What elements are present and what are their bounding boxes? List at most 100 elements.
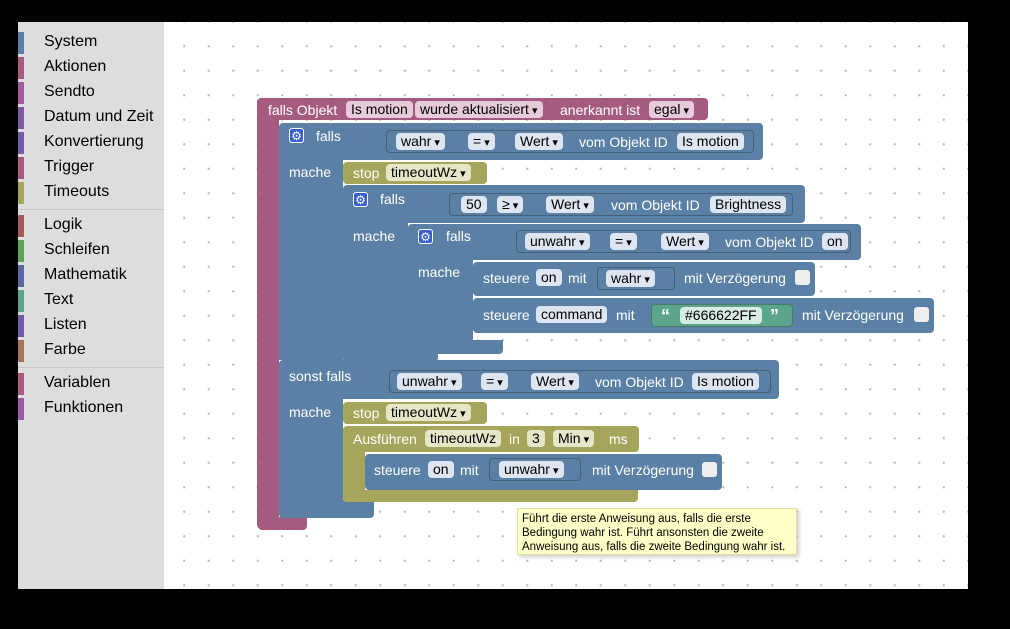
category-color — [18, 215, 24, 237]
tooltip-text: Anweisung aus, falls die zweite Bedingun… — [522, 541, 786, 553]
in-label: in — [509, 431, 520, 447]
category-mathematik[interactable]: Mathematik — [18, 265, 164, 287]
category-color — [18, 157, 24, 179]
boolean-dropdown[interactable]: wahr — [606, 270, 655, 287]
category-aktionen[interactable]: Aktionen — [18, 57, 164, 79]
do-label: mache — [289, 404, 332, 420]
object-id-label: vom Objekt ID — [595, 374, 684, 390]
trigger-ack-label: anerkannt ist — [560, 102, 641, 118]
set-label: steuere — [374, 462, 421, 478]
if3-block-spine — [408, 254, 473, 354]
if-block-foot — [279, 500, 374, 518]
compare-op-dropdown[interactable]: = — [610, 233, 637, 250]
category-sendto[interactable]: Sendto — [18, 82, 164, 104]
category-label: Timeouts — [44, 183, 110, 200]
category-color — [18, 373, 24, 395]
compare-lhs-dropdown[interactable]: wahr — [396, 133, 445, 150]
timeout-block-spine — [343, 446, 365, 502]
if3-block-foot — [408, 340, 503, 354]
object-id-field[interactable]: on — [428, 461, 454, 478]
category-color — [18, 265, 24, 287]
compare-lhs-dropdown[interactable]: unwahr — [397, 373, 462, 390]
duration-field[interactable]: 3 — [527, 430, 545, 447]
with-label: mit — [568, 270, 587, 286]
category-timeouts[interactable]: Timeouts — [18, 182, 164, 204]
delay-checkbox[interactable] — [914, 307, 929, 322]
trigger-event-dropdown[interactable]: wurde aktualisiert — [415, 101, 543, 118]
timeout-name-dropdown[interactable]: timeoutWz — [386, 164, 471, 181]
gear-icon[interactable]: ⚙ — [418, 229, 433, 244]
trigger-object-field[interactable]: Is motion — [346, 101, 413, 118]
stop-label: stop — [353, 405, 380, 421]
value-dropdown[interactable]: Wert — [531, 373, 579, 390]
set-label: steuere — [483, 270, 530, 286]
compare-op-dropdown[interactable]: = — [481, 373, 508, 390]
category-color — [18, 132, 24, 154]
category-datum-und-zeit[interactable]: Datum und Zeit — [18, 107, 164, 129]
tooltip-text: Bedingung wahr ist. Führt ansonsten die … — [522, 527, 764, 539]
timeout-name-dropdown[interactable]: timeoutWz — [386, 404, 471, 421]
text-field[interactable]: #666622FF — [680, 307, 762, 324]
category-color — [18, 240, 24, 262]
object-id-label: vom Objekt ID — [579, 134, 668, 150]
value-dropdown[interactable]: Wert — [661, 233, 709, 250]
value-dropdown[interactable]: Wert — [546, 196, 594, 213]
category-label: Listen — [44, 316, 87, 333]
delay-checkbox[interactable] — [702, 462, 717, 477]
category-funktionen[interactable]: Funktionen — [18, 398, 164, 420]
object-id-field[interactable]: on — [822, 233, 848, 250]
delay-checkbox[interactable] — [795, 270, 810, 285]
unit-dropdown[interactable]: Min — [553, 430, 595, 447]
timeout-block-foot — [343, 490, 638, 502]
category-label: Datum und Zeit — [44, 108, 154, 125]
object-id-field[interactable]: Brightness — [710, 196, 787, 213]
timeout-label: Ausführen — [353, 431, 417, 447]
stop-label: stop — [353, 165, 380, 181]
boolean-dropdown[interactable]: unwahr — [499, 461, 564, 478]
number-field[interactable]: 50 — [461, 196, 487, 213]
trigger-block-spine — [257, 114, 279, 530]
trigger-ack-dropdown[interactable]: egal — [649, 101, 695, 118]
category-trigger[interactable]: Trigger — [18, 157, 164, 179]
object-id-field[interactable]: command — [536, 306, 608, 323]
category-label: Text — [44, 291, 74, 308]
category-schleifen[interactable]: Schleifen — [18, 240, 164, 262]
quote-close-icon: ” — [770, 306, 779, 326]
compare-block[interactable] — [449, 193, 793, 216]
trigger-label: falls Objekt — [268, 102, 338, 118]
ms-label: ms — [609, 431, 628, 447]
object-id-field[interactable]: on — [536, 269, 562, 286]
category-listen[interactable]: Listen — [18, 315, 164, 337]
object-id-field[interactable]: Is motion — [692, 373, 759, 390]
gear-icon[interactable]: ⚙ — [289, 128, 304, 143]
category-konvertierung[interactable]: Konvertierung — [18, 132, 164, 154]
category-variablen[interactable]: Variablen — [18, 373, 164, 395]
compare-op-dropdown[interactable]: = — [468, 133, 495, 150]
category-text[interactable]: Text — [18, 290, 164, 312]
if-label: falls — [380, 191, 405, 207]
compare-op-dropdown[interactable]: ≥ — [497, 196, 524, 213]
delay-label: mit Verzögerung — [592, 462, 694, 478]
workspace[interactable]: falls Objekt Is motion wurde aktualisier… — [164, 22, 968, 589]
object-id-field[interactable]: Is motion — [677, 133, 744, 150]
category-color — [18, 315, 24, 337]
tooltip: Führt die erste Anweisung aus, falls die… — [517, 508, 797, 555]
delay-label: mit Verzögerung — [802, 307, 904, 323]
category-label: Aktionen — [44, 58, 107, 75]
blockly-editor: System Aktionen Sendto Datum und Zeit Ko… — [18, 22, 968, 589]
object-id-label: vom Objekt ID — [611, 197, 700, 213]
timeout-name-field[interactable]: timeoutWz — [425, 430, 502, 447]
category-farbe[interactable]: Farbe — [18, 340, 164, 362]
if-label: falls — [316, 128, 341, 144]
category-label: Konvertierung — [44, 133, 144, 150]
category-logik[interactable]: Logik — [18, 215, 164, 237]
compare-lhs-dropdown[interactable]: unwahr — [525, 233, 590, 250]
value-dropdown[interactable]: Wert — [515, 133, 563, 150]
category-label: Variablen — [44, 374, 111, 391]
gear-icon[interactable]: ⚙ — [353, 192, 368, 207]
do-label: mache — [418, 264, 461, 280]
else-if-label: sonst falls — [289, 368, 352, 384]
category-system[interactable]: System — [18, 32, 164, 54]
trigger-block-foot — [257, 517, 307, 530]
category-label: Trigger — [44, 158, 95, 175]
